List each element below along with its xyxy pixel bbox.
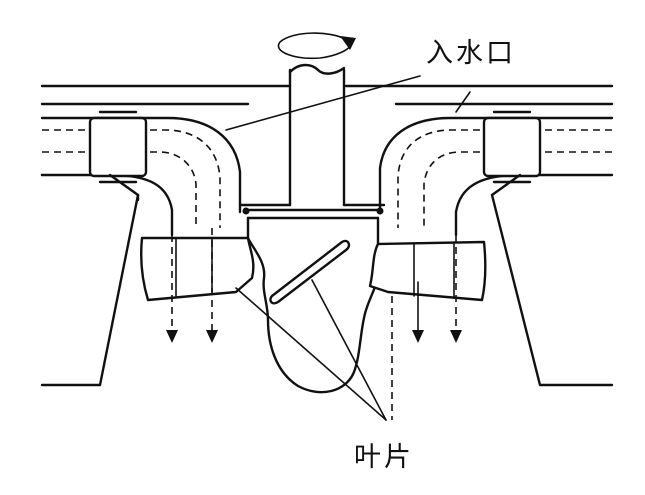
right-casing: [490, 173, 614, 387]
right-support-box: [482, 110, 542, 184]
deflector-blade: [269, 239, 351, 305]
shaft: [288, 63, 346, 207]
arrow-down-icon: [166, 330, 178, 343]
left-casing: [40, 173, 140, 387]
top-housing: [40, 84, 614, 106]
left-blade: [140, 236, 255, 302]
flow-arrows: [166, 228, 462, 343]
right-blade: [368, 240, 487, 302]
inlet-label: 入水口: [426, 38, 516, 69]
arrow-down-icon: [206, 330, 218, 343]
left-support-box: [88, 110, 148, 184]
hub-plate: [238, 203, 386, 220]
arrow-down-icon: [450, 330, 462, 343]
blade-label: 叶片: [354, 442, 414, 473]
inlet-leader: [225, 75, 471, 131]
rotation-arrow-icon: [277, 32, 356, 60]
blade-leaders: [235, 279, 393, 421]
arrow-down-icon: [412, 330, 424, 343]
runner-bowl: [246, 216, 380, 394]
